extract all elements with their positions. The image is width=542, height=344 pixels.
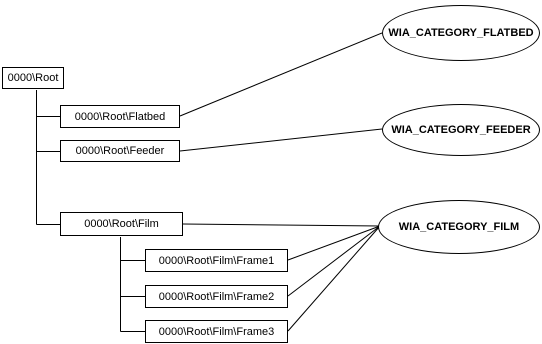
node-root: 0000\Root: [2, 67, 64, 89]
link-flatbed-category: [179, 32, 383, 117]
node-frame2: 0000\Root\Film\Frame2: [145, 285, 288, 308]
node-feeder: 0000\Root\Feeder: [60, 140, 180, 162]
link-film-category: [182, 223, 381, 227]
node-frame3: 0000\Root\Film\Frame3: [145, 320, 288, 343]
category-film: WIA_CATEGORY_FILM: [378, 200, 540, 254]
node-film: 0000\Root\Film: [60, 212, 183, 236]
category-feeder: WIA_CATEGORY_FEEDER: [382, 104, 540, 156]
link-frame3-category: [287, 225, 381, 332]
node-flatbed: 0000\Root\Flatbed: [60, 105, 180, 128]
link-frame1-category: [287, 225, 381, 261]
link-frame2-category: [287, 225, 381, 297]
link-feeder-category: [179, 128, 383, 152]
category-flatbed: WIA_CATEGORY_FLATBED: [382, 5, 540, 61]
node-frame1: 0000\Root\Film\Frame1: [145, 249, 288, 272]
